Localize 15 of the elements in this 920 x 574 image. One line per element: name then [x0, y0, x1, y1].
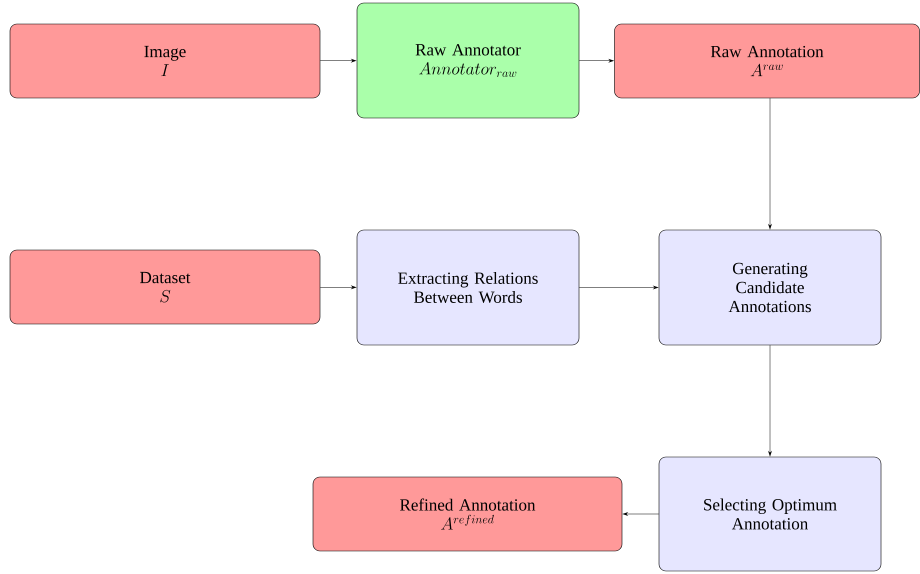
- arrow: [579, 286, 658, 290]
- process-box: Selecting Optimum Annotation: [658, 456, 882, 572]
- output-box: Refined Annotation $A^{refined}$: [312, 476, 622, 552]
- arrow: [768, 345, 772, 456]
- process-box: Raw Annotator $Annotator_{raw}$: [356, 2, 580, 118]
- process-box: Extracting Relations Between Words: [356, 230, 580, 346]
- input-box: Image $I$: [10, 24, 320, 98]
- input-box: Dataset $S$: [10, 250, 320, 324]
- arrow: [579, 59, 614, 62]
- output-box: Raw Annotation $A^{raw}$: [614, 24, 920, 98]
- arrow: [320, 286, 356, 290]
- arrow: [622, 512, 659, 516]
- arrow: [768, 98, 772, 230]
- arrow: [320, 59, 356, 62]
- process-box: Generating Candidate Annotations: [658, 230, 882, 346]
